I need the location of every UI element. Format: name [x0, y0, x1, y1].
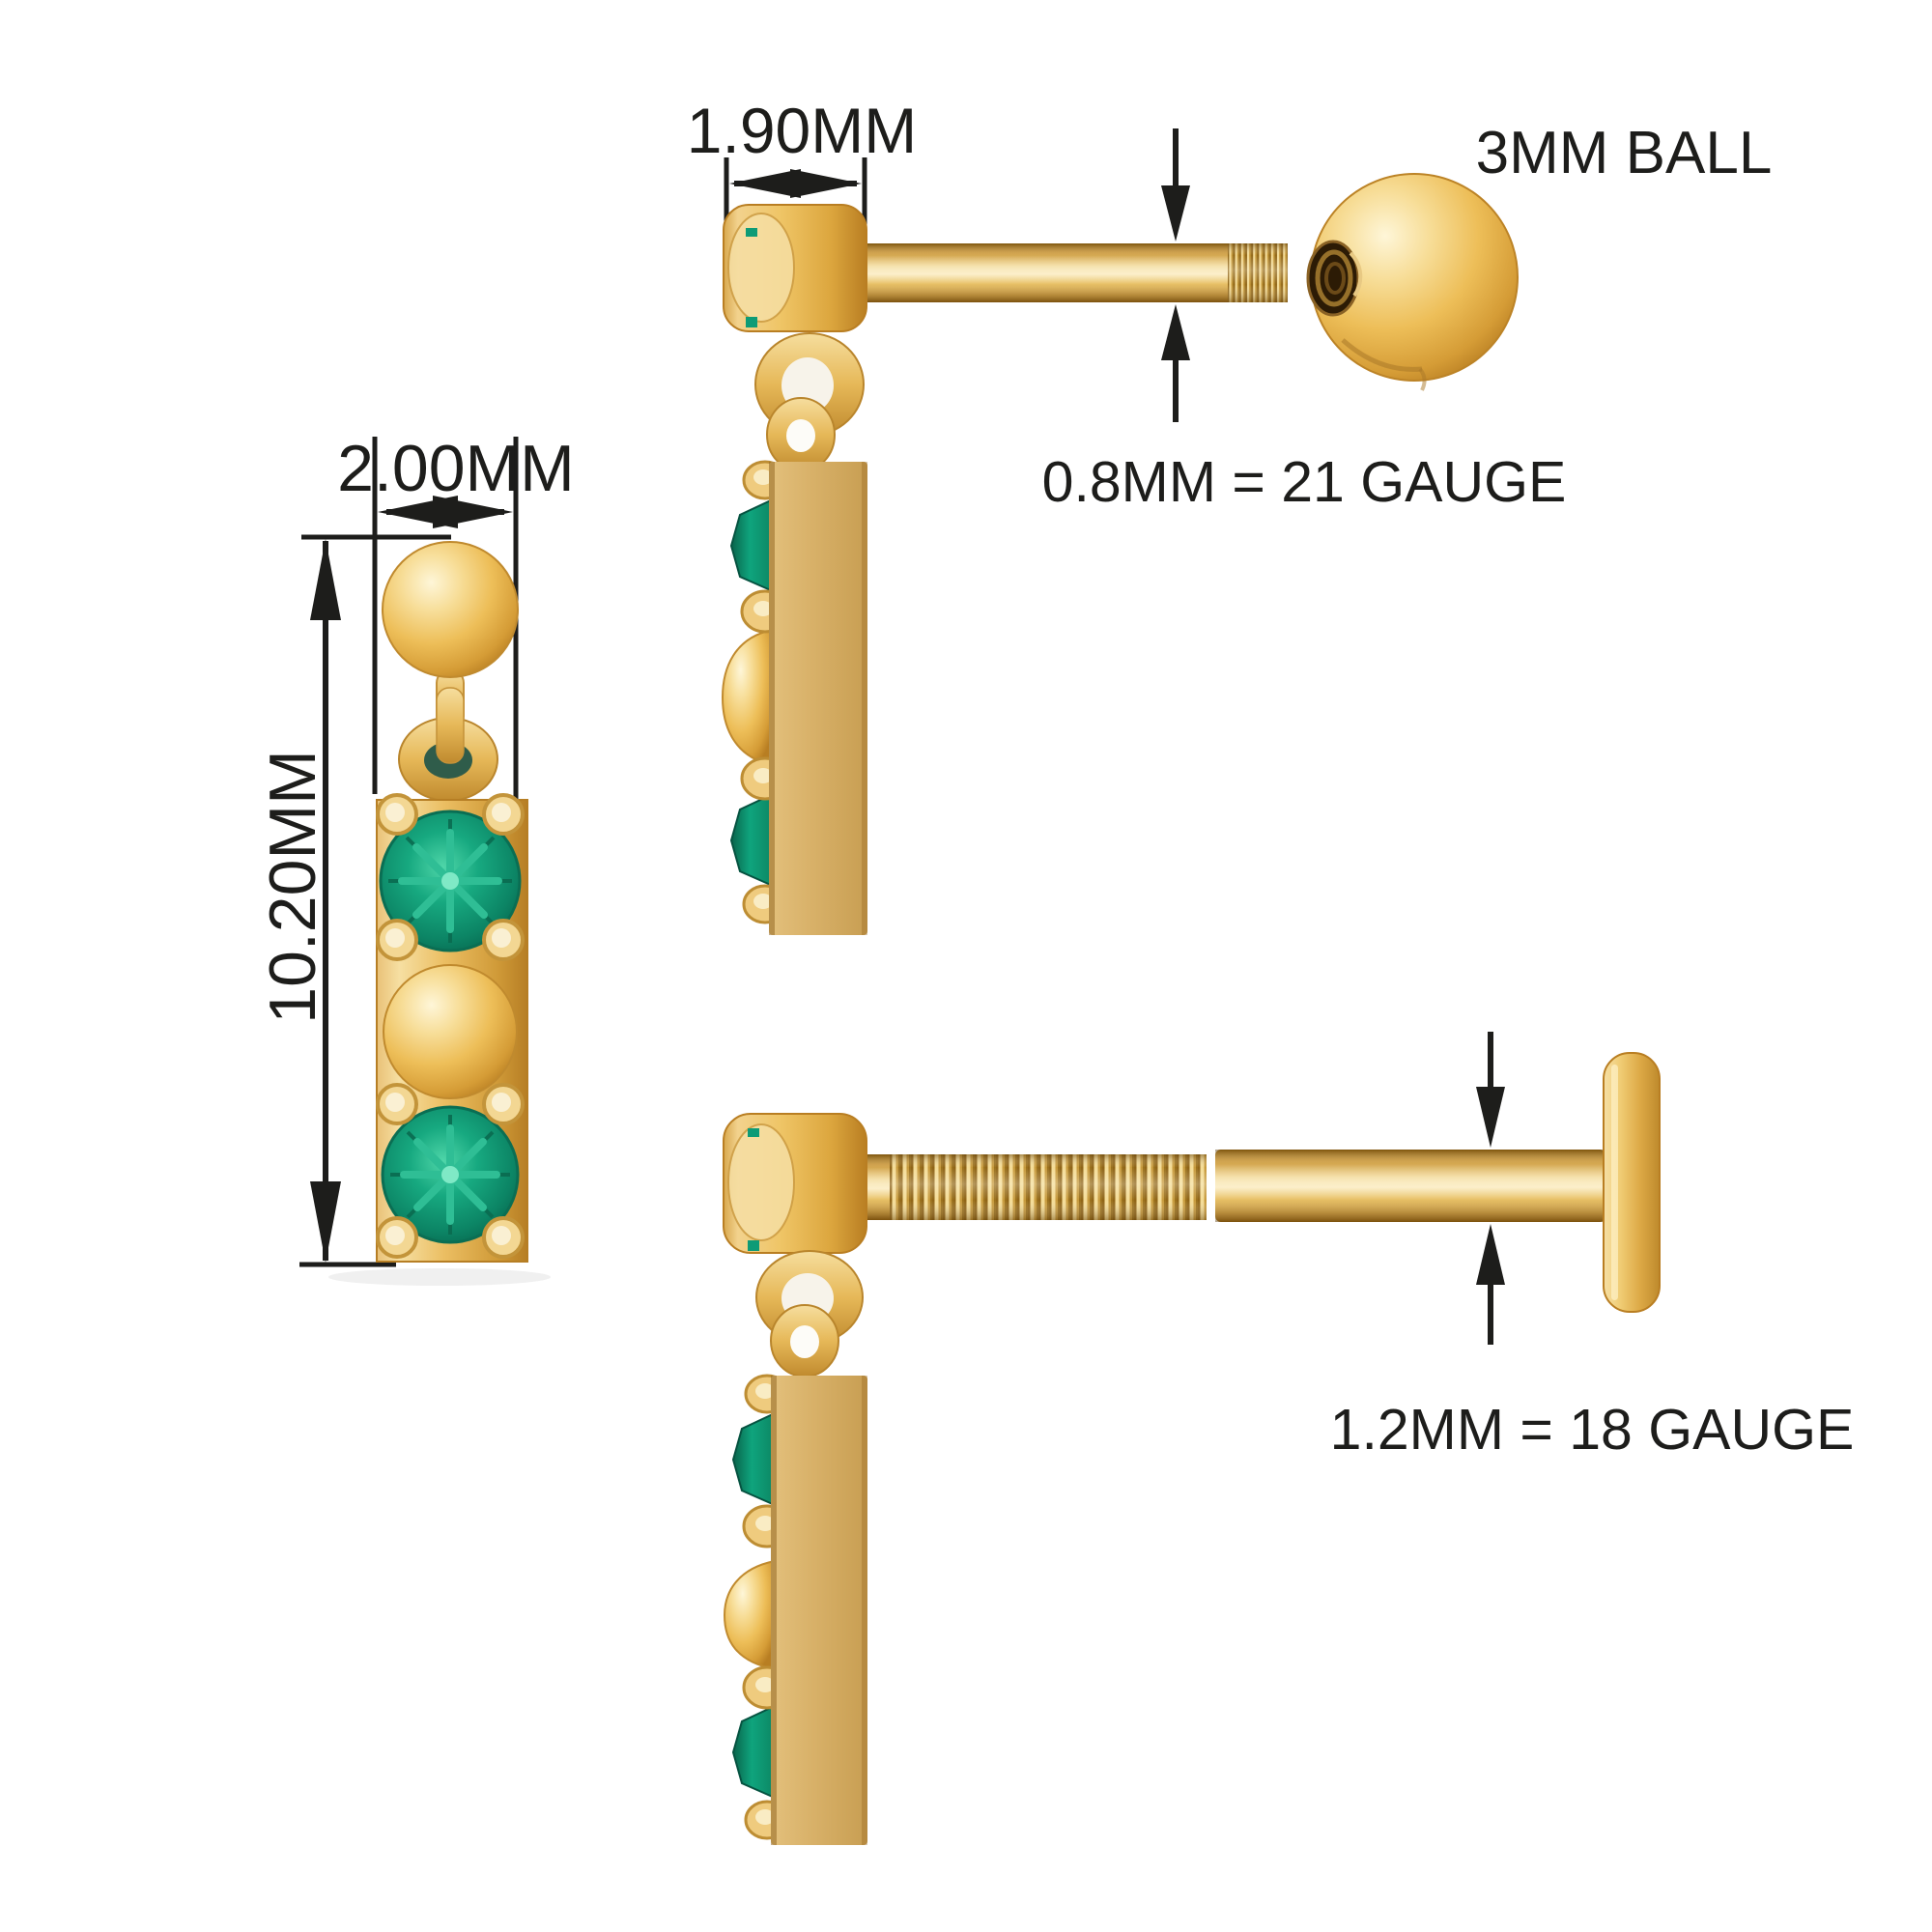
- side-view-18-gauge: 1.2MM = 18 GAUGE: [723, 1032, 1855, 1845]
- arrowhead-up-icon: [310, 539, 341, 620]
- prong: [376, 1083, 418, 1125]
- post-shading: [867, 1154, 1207, 1220]
- emerald-profile-bottom: [731, 1704, 776, 1800]
- arrowhead-up-icon: [1161, 304, 1190, 360]
- emerald-profile-bottom: [729, 792, 774, 888]
- prongs: [376, 793, 525, 1259]
- bail-through-ring: [436, 687, 465, 764]
- dangle-side-18g: [723, 1250, 867, 1845]
- plate-left-edge: [769, 462, 775, 935]
- side-bar-plate: [769, 462, 867, 935]
- gauge-top-label: 0.8MM = 21 GAUGE: [1042, 450, 1567, 514]
- ball-profile: [723, 1559, 776, 1671]
- plate-right-edge: [862, 462, 867, 935]
- arrowhead-right-icon: [433, 496, 513, 528]
- arrowhead-down-icon: [1476, 1087, 1505, 1148]
- stone-glimpse: [746, 228, 757, 237]
- prong: [376, 793, 418, 836]
- gauge-bottom-label: 1.2MM = 18 GAUGE: [1330, 1398, 1855, 1462]
- prong: [482, 1216, 525, 1259]
- stud-21g: [723, 204, 1288, 332]
- prong: [376, 919, 418, 961]
- prong: [482, 793, 525, 836]
- ball-size-label: 3MM BALL: [1476, 120, 1773, 186]
- top-gold-ball: [382, 541, 519, 678]
- plate-left-edge: [771, 1376, 777, 1845]
- head-face-highlight: [727, 1123, 795, 1241]
- ball-reflection-tick: [1418, 367, 1427, 391]
- side-bar-plate: [771, 1376, 867, 1845]
- prong-caps: [740, 460, 790, 924]
- dim-gauge-top: 0.8MM = 21 GAUGE: [1042, 128, 1567, 514]
- stone-glimpse: [748, 1128, 759, 1137]
- drop-width-label: 2.00MM: [337, 432, 575, 505]
- middle-gold-ball: [383, 964, 518, 1099]
- head-face-highlight: [727, 213, 795, 323]
- emerald-stone-top: [379, 810, 522, 952]
- arrowhead-down-icon: [310, 1181, 341, 1263]
- plate-right-edge: [862, 1376, 867, 1845]
- culet-glint: [441, 1166, 459, 1183]
- arrowhead-down-icon: [1161, 185, 1190, 242]
- link-ring-small-hole: [786, 419, 815, 452]
- prong: [376, 1216, 418, 1259]
- dim-drop-height: 10.20MM: [256, 534, 451, 1267]
- front-earring: [328, 541, 551, 1286]
- stud-18g: [723, 1113, 1207, 1254]
- prong: [482, 919, 525, 961]
- front-view: 2.00MM 10.20MM: [256, 432, 575, 1286]
- arrowhead-right-icon: [790, 169, 862, 198]
- labret-flatback: [1215, 1052, 1661, 1313]
- culet-glint: [441, 872, 459, 890]
- emerald-profile-top: [731, 1411, 776, 1507]
- disc-edge-highlight: [1611, 1065, 1618, 1300]
- drop-height-label: 10.20MM: [256, 750, 329, 1023]
- link-ring-small-hole: [790, 1325, 819, 1358]
- ball-profile: [721, 628, 774, 767]
- dangle-side-21g: [721, 332, 867, 935]
- post-shading: [867, 243, 1288, 302]
- drop-shadow: [328, 1268, 551, 1286]
- emerald-stone-bottom: [381, 1105, 520, 1244]
- prong: [482, 1083, 525, 1125]
- threaded-hole: [1306, 240, 1363, 317]
- arrowhead-up-icon: [1476, 1224, 1505, 1285]
- hole-rim-highlight: [1349, 251, 1363, 298]
- stone-glimpse: [746, 317, 757, 327]
- ball-closure-view: 3MM BALL: [1306, 120, 1773, 391]
- emerald-profile-top: [729, 497, 774, 593]
- side-view-21-gauge: 1.90MM 0.8MM = 21 GAUGE: [687, 95, 1567, 935]
- labret-shading: [1215, 1150, 1605, 1222]
- arrowhead-left-icon: [729, 169, 801, 198]
- head-width-label: 1.90MM: [687, 95, 917, 166]
- dim-drop-width: 2.00MM: [337, 432, 575, 800]
- ball-reflection-line: [1341, 338, 1423, 372]
- dim-gauge-bottom: 1.2MM = 18 GAUGE: [1330, 1032, 1855, 1462]
- stone-glimpse: [748, 1240, 759, 1251]
